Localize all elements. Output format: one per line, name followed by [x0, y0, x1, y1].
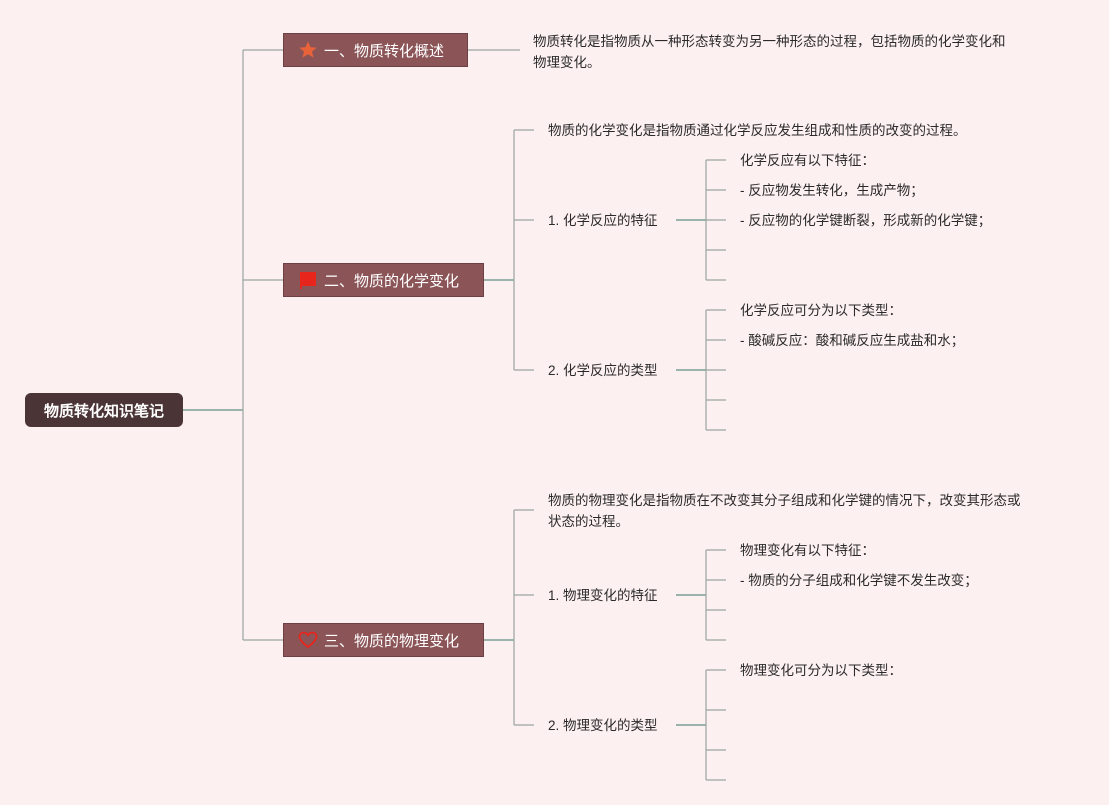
flag-icon: [298, 270, 318, 290]
branch-chemical[interactable]: 二、物质的化学变化: [283, 263, 484, 297]
chemical-type-item: - 酸碱反应：酸和碱反应生成盐和水；: [740, 333, 965, 348]
physical-feature-item: 物理变化有以下特征：: [740, 543, 875, 558]
chemical-feature-item: 化学反应有以下特征：: [740, 153, 875, 168]
chemical-feature-item: - 反应物发生转化，生成产物；: [740, 183, 924, 198]
root-node[interactable]: 物质转化知识笔记: [25, 393, 183, 427]
physical-definition-line1: 物质的物理变化是指物质在不改变其分子组成和化学键的情况下，改变其形态或: [548, 493, 1021, 508]
chemical-definition: 物质的化学变化是指物质通过化学反应发生组成和性质的改变的过程。: [548, 123, 967, 138]
physical-type-item: 物理变化可分为以下类型：: [740, 663, 902, 678]
physical-feature-item: - 物质的分子组成和化学键不发生改变；: [740, 573, 978, 588]
branch-physical-label: 三、物质的物理变化: [324, 632, 460, 650]
overview-text-line1: 物质转化是指物质从一种形态转变为另一种形态的过程，包括物质的化学变化和: [533, 34, 1006, 49]
physical-definition-line2: 状态的过程。: [548, 514, 629, 529]
branch-physical[interactable]: 三、物质的物理变化: [283, 623, 484, 657]
chemical-feature-item: - 反应物的化学键断裂，形成新的化学键；: [740, 213, 992, 228]
branch-overview[interactable]: 一、物质转化概述: [283, 33, 468, 67]
chemical-features-label[interactable]: 1. 化学反应的特征: [548, 213, 658, 228]
branch-overview-label: 一、物质转化概述: [324, 42, 445, 60]
branch-chemical-label: 二、物质的化学变化: [324, 272, 460, 290]
heart-icon: [298, 630, 318, 650]
root-label: 物质转化知识笔记: [43, 402, 164, 420]
chemical-type-item: 化学反应可分为以下类型：: [740, 303, 902, 318]
chemical-types-label[interactable]: 2. 化学反应的类型: [548, 363, 658, 378]
overview-text-line2: 物理变化。: [533, 55, 601, 70]
physical-types-label[interactable]: 2. 物理变化的类型: [548, 718, 658, 733]
star-icon: [298, 40, 318, 60]
physical-features-label[interactable]: 1. 物理变化的特征: [548, 588, 658, 603]
